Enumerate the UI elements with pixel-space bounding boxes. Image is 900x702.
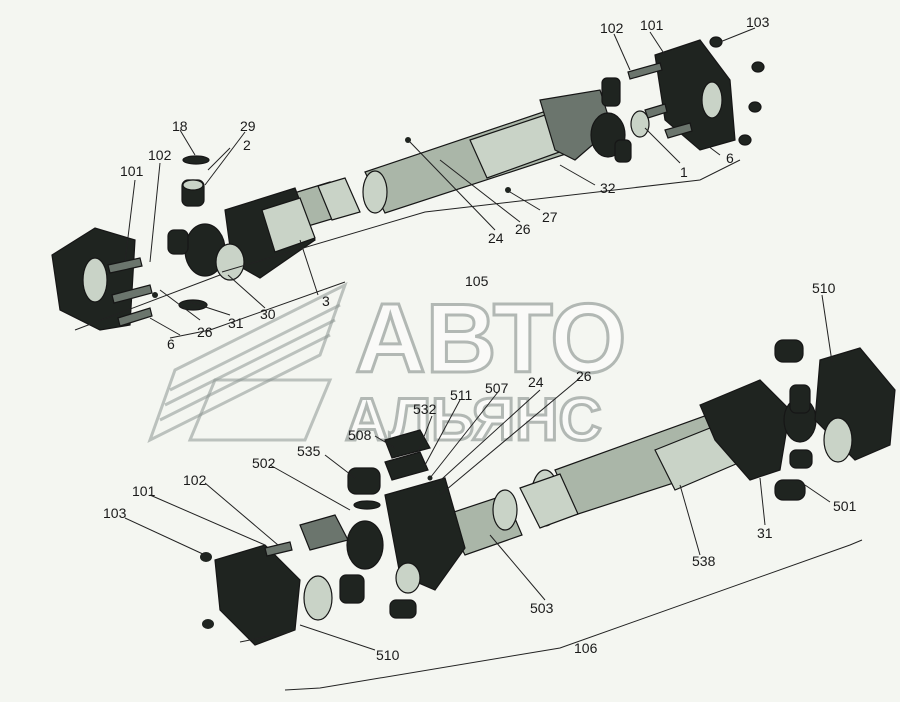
callout-507: 507 [485,380,509,396]
callout-18: 18 [172,118,188,134]
watermark-logo [147,281,348,444]
callout-2: 2 [243,137,251,153]
lower-right-flange [814,347,896,463]
callout-1: 1 [680,164,688,180]
watermark: АВТО АЛЬЯНС [147,281,628,455]
callout-6: 6 [726,150,734,166]
callout-103: 103 [746,14,770,30]
upper-right-cross [590,77,650,163]
callout-102-left: 102 [148,147,172,163]
grease-fitting [405,137,411,143]
callout-24: 24 [488,230,504,246]
callout-511: 511 [450,387,473,403]
callout-102: 102 [600,20,624,36]
callout-31: 31 [757,525,773,541]
callout-103: 103 [103,505,127,521]
callout-510-left: 510 [376,647,400,663]
watermark-line2: АЛЬЯНС [345,386,602,453]
callout-503: 503 [530,600,554,616]
lower-right-yoke [699,339,817,501]
callout-510: 510 [812,280,836,296]
callout-6-left: 6 [167,336,175,352]
callout-535: 535 [297,443,321,459]
callout-26-left: 26 [197,324,213,340]
callout-32: 32 [600,180,616,196]
upper-right-flange [627,36,765,151]
upper-shaft-tube [362,89,613,214]
callout-101: 101 [640,17,664,33]
callout-26: 26 [515,221,531,237]
callout-106: 106 [574,640,598,656]
watermark-line1: АВТО [355,283,626,393]
callout-3: 3 [322,293,330,309]
callout-101-left: 101 [120,163,144,179]
callout-29: 29 [240,118,256,134]
callout-501: 501 [833,498,857,514]
callout-30: 30 [260,306,276,322]
callout-24: 24 [528,374,544,390]
callout-502: 502 [252,455,276,471]
lower-left-sleeve [384,477,523,619]
grease-fitting [152,292,158,298]
callout-105: 105 [465,273,489,289]
callout-102: 102 [183,472,207,488]
callout-27: 27 [542,209,558,225]
upper-left-cross [167,155,245,311]
lower-shaft-assembly: 510 532 511 507 24 26 508 535 502 101 10… [103,280,896,691]
upper-left-flange [51,227,153,331]
callout-26: 26 [576,368,592,384]
lower-left-cross [339,429,441,604]
callout-101: 101 [132,483,156,499]
grease-fitting [505,187,511,193]
lower-left-flange [200,514,349,646]
callout-31: 31 [228,315,244,331]
callout-538: 538 [692,553,716,569]
callout-508: 508 [348,427,372,443]
upper-spline-shaft [224,177,361,279]
callout-532: 532 [413,401,437,417]
upper-shaft-assembly: 102 101 103 1 6 32 27 26 24 18 29 2 101 … [51,14,770,352]
